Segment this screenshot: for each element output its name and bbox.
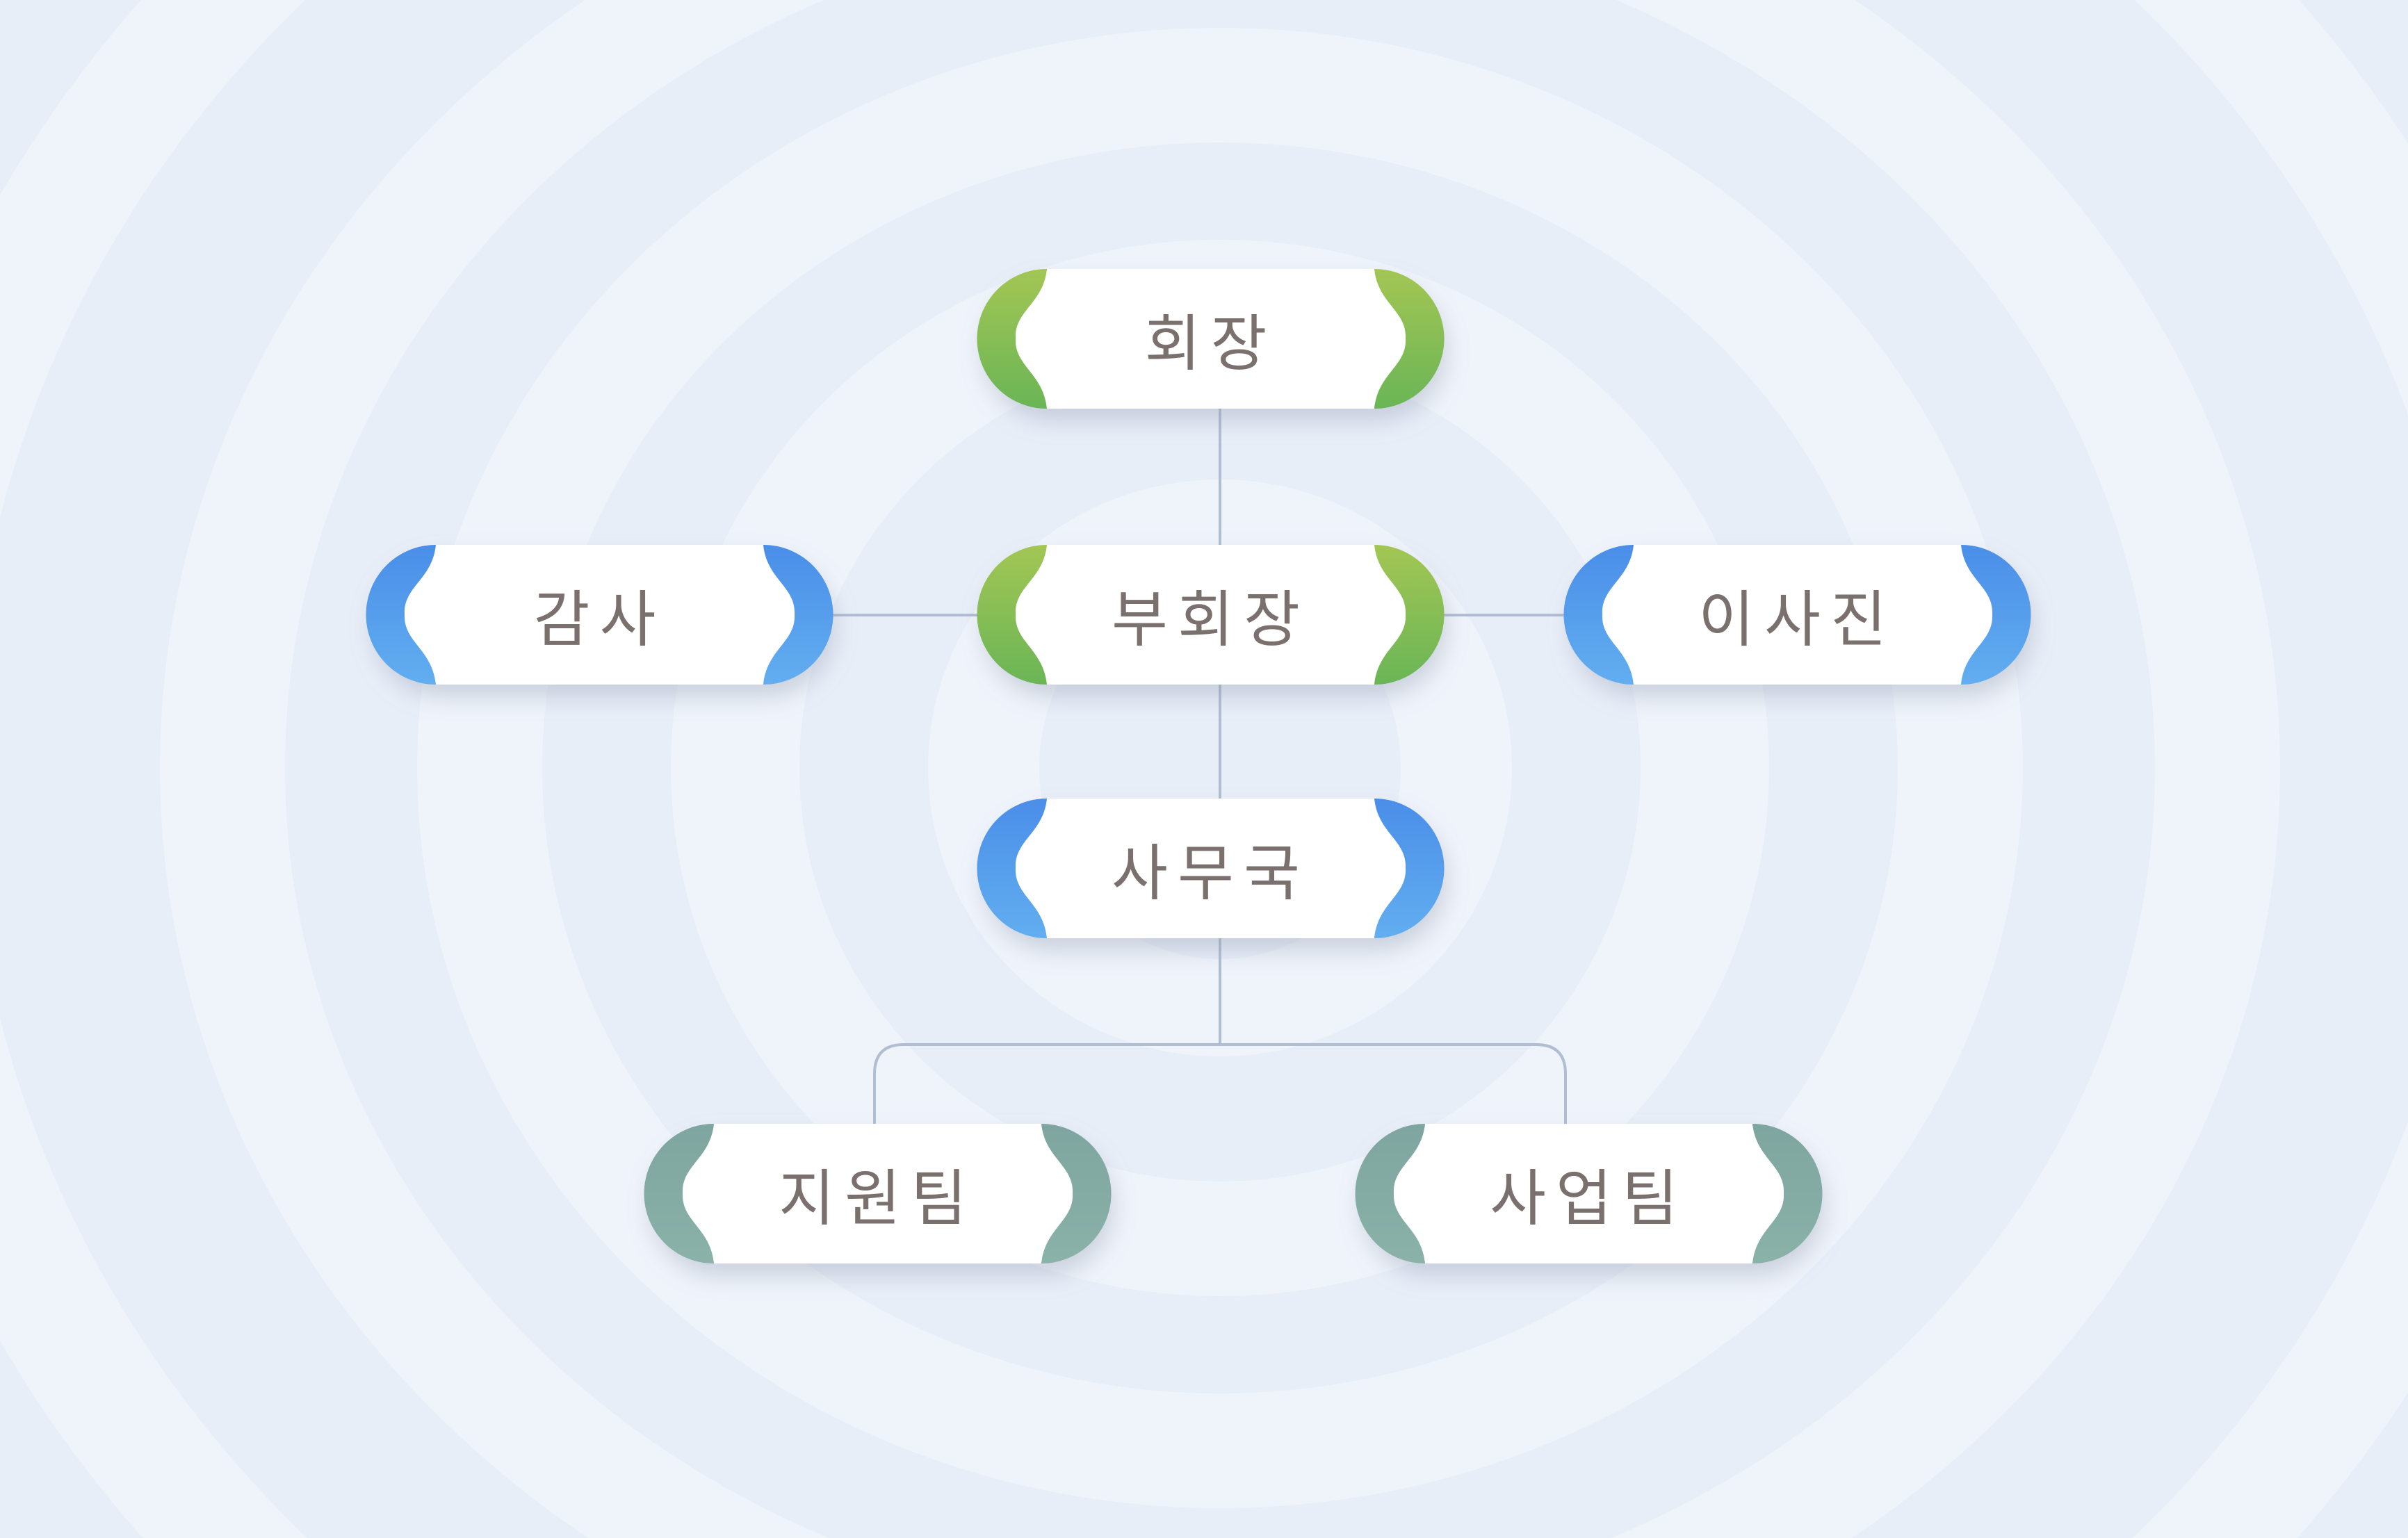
- node-secretariat[interactable]: 사무국: [977, 799, 1445, 938]
- node-label: 이사진: [1698, 584, 1896, 655]
- node-label: 회장: [1144, 308, 1277, 379]
- node-chairman[interactable]: 회장: [977, 269, 1445, 409]
- node-auditor[interactable]: 감사: [366, 545, 833, 685]
- node-board[interactable]: 이사진: [1563, 545, 2031, 685]
- node-shape: [366, 545, 833, 685]
- node-business-team[interactable]: 사업팀: [1355, 1124, 1823, 1263]
- node-label: 지원팀: [779, 1163, 977, 1234]
- node-shape: [977, 269, 1445, 409]
- node-shape: [644, 1124, 1112, 1263]
- node-shape: [977, 799, 1445, 938]
- node-vice-chairman[interactable]: 부회장: [977, 545, 1445, 685]
- node-label: 사무국: [1112, 837, 1310, 909]
- node-shape: [1563, 545, 2031, 685]
- node-label: 부회장: [1112, 584, 1310, 655]
- node-label: 감사: [533, 584, 666, 655]
- node-shape: [1355, 1124, 1823, 1263]
- node-support-team[interactable]: 지원팀: [644, 1124, 1112, 1263]
- node-shape: [977, 545, 1445, 685]
- node-label: 사업팀: [1490, 1163, 1688, 1234]
